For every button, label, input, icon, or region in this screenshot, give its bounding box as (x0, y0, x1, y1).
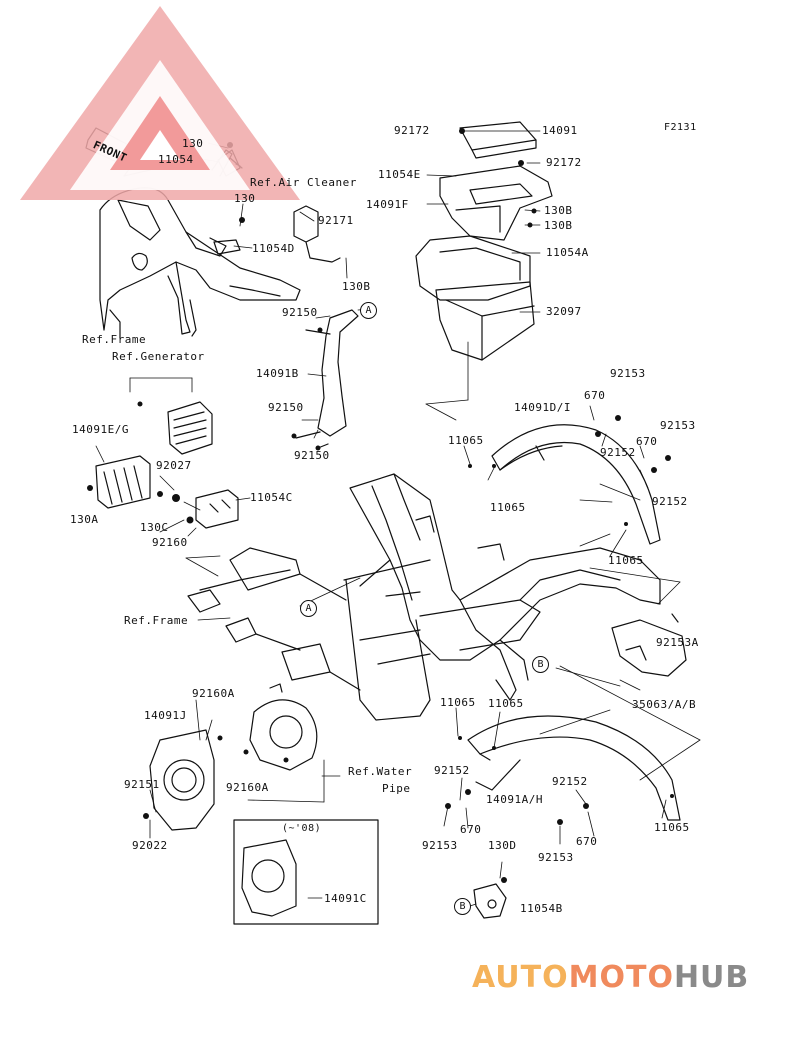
part-label-14091f: 14091F (366, 198, 409, 211)
ref-water-pipe-2: Pipe (382, 782, 411, 795)
leader-lines (95, 130, 701, 907)
part-label-14091b: 14091B (256, 367, 299, 380)
part-label-670: 670 (576, 835, 598, 848)
part-label-92150: 92150 (268, 401, 304, 414)
main-frame (187, 473, 661, 721)
regulator (95, 401, 239, 529)
part-label-11065: 11065 (608, 554, 644, 567)
part-label-130d: 130D (488, 839, 517, 852)
part-label-92150: 92150 (294, 449, 330, 462)
part-label-92172: 92172 (394, 124, 430, 137)
rear-fender-upper (491, 424, 661, 545)
generator-cover (149, 683, 318, 917)
part-label-32097: 32097 (546, 305, 582, 318)
part-label-92152: 92152 (600, 446, 636, 459)
part-label-14091j: 14091J (144, 709, 187, 722)
part-label-14091: 14091 (542, 124, 578, 137)
part-label-130b: 130B (544, 204, 573, 217)
inset-box (233, 819, 379, 925)
figure-code: F2131 (664, 122, 697, 133)
bracket-11054b (473, 883, 507, 919)
watermark-part-hub: HUB (673, 960, 750, 995)
part-label-11054c: 11054C (250, 491, 293, 504)
part-label-11054e: 11054E (378, 168, 421, 181)
part-label-11065: 11065 (654, 821, 690, 834)
side-bracket-35063 (611, 613, 687, 677)
rear-fender-lower (467, 715, 681, 821)
part-label-14091a-h: 14091A/H (486, 793, 543, 806)
part-label-92171: 92171 (318, 214, 354, 227)
part-label-92160a: 92160A (226, 781, 269, 794)
part-label-130: 130 (182, 137, 204, 150)
part-label-11065: 11065 (488, 697, 524, 710)
part-label-11054: 11054 (158, 153, 194, 166)
fastener-marks (87, 128, 674, 883)
part-label-92152: 92152 (552, 775, 588, 788)
watermark-part-auto: AUTO (472, 960, 569, 995)
part-label-92153: 92153 (422, 839, 458, 852)
callout-a-mid: A (300, 600, 317, 617)
part-label-92160: 92160 (152, 536, 188, 549)
watermark-part-moto: MOTO (568, 960, 674, 995)
part-label-11054b: 11054B (520, 902, 563, 915)
part-label-670: 670 (584, 389, 606, 402)
battery-case (415, 121, 553, 361)
watermark-logo-icon (20, 6, 300, 200)
ref-frame-top: Ref.Frame (82, 333, 147, 346)
part-label-11065: 11065 (490, 501, 526, 514)
part-label-11065: 11065 (448, 434, 484, 447)
part-label-11054a: 11054A (546, 246, 589, 259)
ref-generator: Ref.Generator (112, 350, 205, 363)
ref-air-cleaner: Ref.Air Cleaner (250, 176, 357, 189)
bracket-14091b (295, 309, 359, 449)
part-label-130b: 130B (544, 219, 573, 232)
part-label-670: 670 (460, 823, 482, 836)
part-label-92160a: 92160A (192, 687, 235, 700)
part-label-92153: 92153 (538, 851, 574, 864)
part-label-92153: 92153 (610, 367, 646, 380)
part-label-14091c: 14091C (324, 892, 367, 905)
part-label-92151: 92151 (124, 778, 160, 791)
inset-range-label: (~'08) (282, 823, 322, 834)
part-label-35063-a-b: 35063/A/B (632, 698, 697, 711)
part-label-11065: 11065 (440, 696, 476, 709)
ref-water-pipe: Ref.Water (348, 765, 413, 778)
watermark-text: AUTOMOTOHUB (472, 960, 749, 995)
part-label-130b: 130B (342, 280, 371, 293)
callout-b-mid: B (532, 656, 549, 673)
callout-b-bottom: B (454, 898, 471, 915)
part-label-670: 670 (636, 435, 658, 448)
part-label-11054d: 11054D (252, 242, 295, 255)
part-label-92027: 92027 (156, 459, 192, 472)
part-label-14091d-i: 14091D/I (514, 401, 571, 414)
part-label-130c: 130C (140, 521, 169, 534)
part-label-92172: 92172 (546, 156, 582, 169)
part-label-92153: 92153 (660, 419, 696, 432)
part-label-92152: 92152 (652, 495, 688, 508)
part-label-92022: 92022 (132, 839, 168, 852)
part-label-92152: 92152 (434, 764, 470, 777)
part-label-130: 130 (234, 192, 256, 205)
part-label-130a: 130A (70, 513, 99, 526)
part-label-92150: 92150 (282, 306, 318, 319)
ref-frame-mid: Ref.Frame (124, 614, 189, 627)
part-label-14091e-g: 14091E/G (72, 423, 129, 436)
callout-a-top: A (360, 302, 377, 319)
part-label-92153a: 92153A (656, 636, 699, 649)
